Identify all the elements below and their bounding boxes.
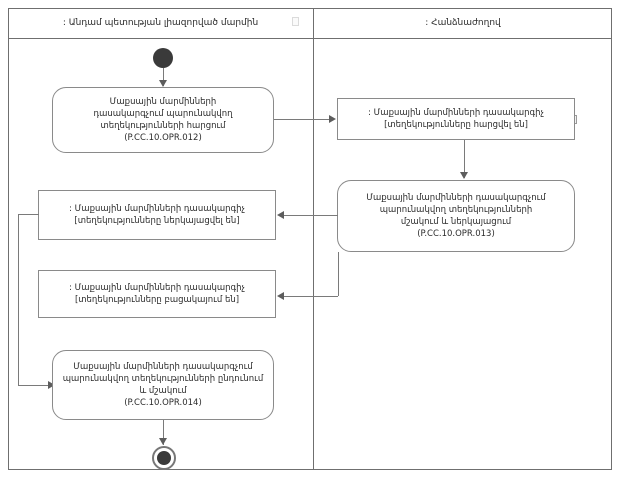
action-node-opr-012[interactable]: Մաքսային մարմինների դասակարգչում պարունա… <box>52 87 274 153</box>
edge-opr013-down-to-obj-absent <box>338 252 339 296</box>
object-requested-line-2: [տեղեկությունները հարցվել են] <box>384 120 528 130</box>
initial-node <box>153 48 173 68</box>
arrowhead-opr013-to-obj-presented <box>277 211 284 219</box>
edge-opr013-left-to-obj-absent <box>280 296 338 297</box>
action-opr-014-line-2: պարունակվող տեղեկությունների ընդունում <box>62 374 264 384</box>
action-opr-013-line-2: պարունակվող տեղեկությունների <box>379 205 533 215</box>
action-opr-013-line-3: մշակում և ներկայացում <box>400 217 512 227</box>
action-opr-012-line-1: Մաքսային մարմինների <box>109 97 217 107</box>
edge-initial-to-opr012 <box>163 68 164 86</box>
object-presented-line-1: : Մաքսային մարմինների դասակարգիչ <box>69 204 245 214</box>
edge-obj-presented-into-opr014 <box>18 385 52 386</box>
arrowhead-opr012-to-obj-requested <box>329 115 336 123</box>
action-opr-013-line-1: Մաքսային մարմինների դասակարգչում <box>366 193 546 203</box>
edge-obj-presented-down <box>18 214 19 385</box>
action-opr-012-line-4: (P.CC.10.OPR.012) <box>124 133 202 143</box>
action-opr-014-line-1: Մաքսային մարմինների դասակարգչում <box>73 362 253 372</box>
arrowhead-opr013-to-obj-absent <box>277 292 284 300</box>
action-opr-012-line-3: տեղեկությունների հարցում <box>100 121 226 131</box>
final-node <box>152 446 176 470</box>
object-presented-line-2: [տեղեկությունները ներկայացվել են] <box>74 216 240 226</box>
object-absent-line-2: [տեղեկությունները բացակայում են] <box>74 295 240 305</box>
action-node-opr-014[interactable]: Մաքսային մարմինների դասակարգչում պարունա… <box>52 350 274 420</box>
swimlane-header-member-state-authority: : Անդամ պետության լիազորված մարմին <box>62 18 259 28</box>
arrowhead-obj-requested-to-opr013 <box>460 172 468 179</box>
arrowhead-obj-presented-to-opr014 <box>48 381 55 389</box>
edge-opr013-to-obj-presented <box>280 215 338 216</box>
swimlane-vertical-divider <box>313 8 314 470</box>
object-absent-line-1: : Մաքսային մարմինների դասակարգիչ <box>69 283 245 293</box>
object-requested-line-1: : Մաքսային մարմինների դասակարգիչ <box>368 108 544 118</box>
action-opr-013-line-4: (P.CC.10.OPR.013) <box>417 229 495 239</box>
swimlane-header-divider <box>8 38 612 39</box>
edge-opr014-to-final <box>163 420 164 445</box>
object-node-absent[interactable]: : Մաքսային մարմինների դասակարգիչ [տեղեկո… <box>38 270 276 318</box>
edge-opr012-to-obj-requested <box>274 119 332 120</box>
header-tick-mark-left <box>292 17 299 26</box>
object-node-requested[interactable]: : Մաքսային մարմինների դասակարգիչ [տեղեկո… <box>337 98 575 140</box>
action-node-opr-013[interactable]: Մաքսային մարմինների դասակարգչում պարունա… <box>337 180 575 252</box>
action-opr-014-line-4: (P.CC.10.OPR.014) <box>124 398 202 408</box>
arrowhead-initial-to-opr012 <box>159 80 167 87</box>
swimlane-header-commission: : Հանձնաժողով <box>425 18 501 28</box>
action-opr-014-line-3: և մշակում <box>139 386 187 396</box>
object-node-presented[interactable]: : Մաքսային մարմինների դասակարգիչ [տեղեկո… <box>38 190 276 240</box>
action-opr-012-line-2: դասակարգչում պարունակվող <box>93 109 233 119</box>
edge-obj-requested-to-opr013 <box>464 140 465 178</box>
arrowhead-opr014-to-final <box>159 438 167 445</box>
edge-obj-presented-left-stub <box>18 214 39 215</box>
